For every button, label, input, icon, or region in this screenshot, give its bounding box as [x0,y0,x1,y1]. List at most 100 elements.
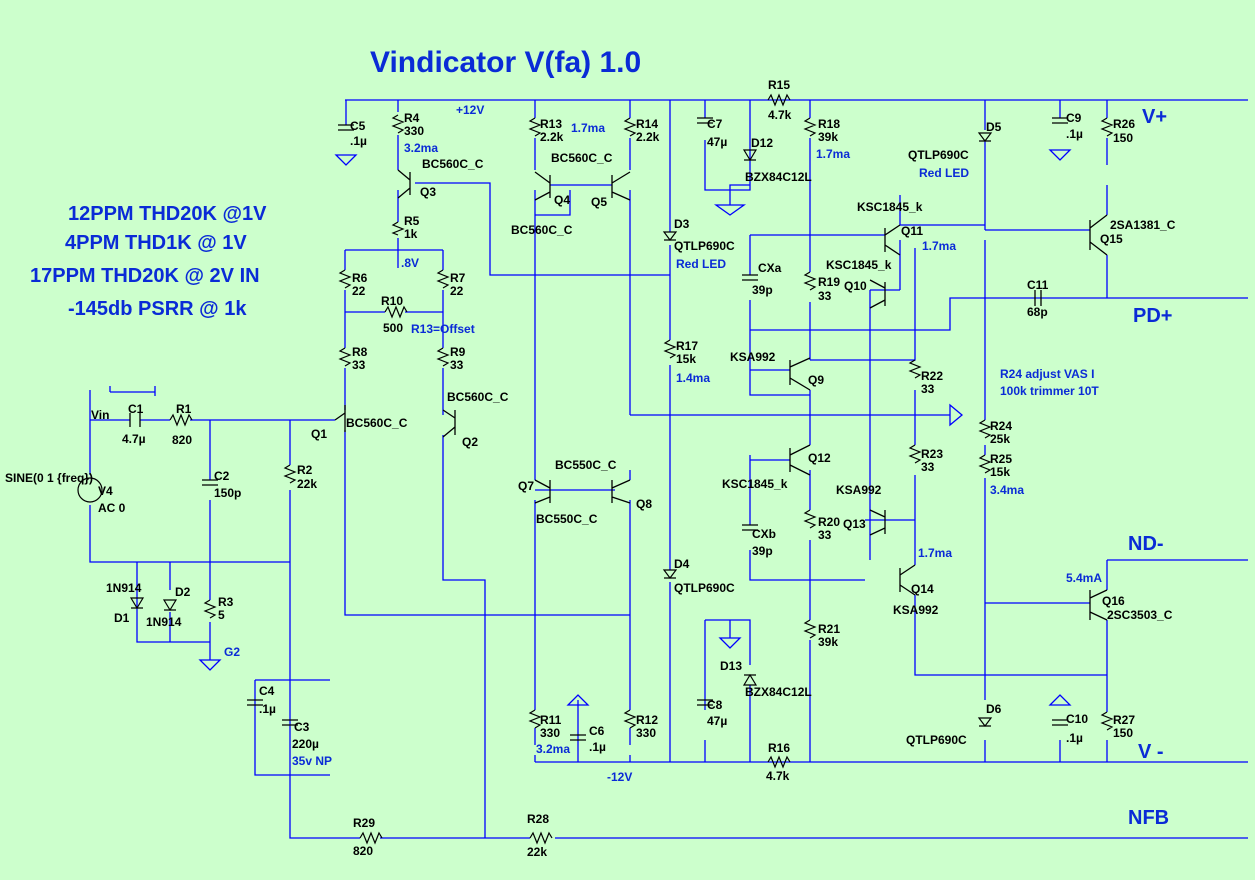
label-r19n: R19 [818,275,840,289]
label-r4i: 3.2ma [404,141,438,155]
label-r9n: R9 [450,345,466,359]
label-c6n: C6 [589,724,605,738]
label-c10n: C10 [1066,712,1088,726]
label-r25n: R25 [990,452,1012,466]
label-q11n: Q11 [901,224,923,238]
label-c7n: C7 [707,117,723,131]
port-label: PD+ [1133,305,1172,327]
label-c3v: 220µ [292,737,319,751]
label-d12m: BZX84C12L [745,170,812,184]
label-r16n: R16 [768,741,790,755]
label-c8v: 47µ [707,714,727,728]
label-q13n: Q13 [843,517,866,531]
label-q4b: BC560C_C [511,223,573,237]
schematic-title: Vindicator V(fa) 1.0 [370,46,641,79]
label-d2n: D2 [175,585,191,599]
label-c1n: C1 [128,402,144,416]
label-r15n: R15 [768,78,790,92]
label-r24n: R24 [990,419,1012,433]
label-c6v: .1µ [589,740,606,754]
label-r26n: R26 [1113,117,1135,131]
label-q15n: Q15 [1100,232,1123,246]
label-q2n: Q2 [462,435,478,449]
label-q16n: Q16 [1102,594,1125,608]
port-label: NFB [1128,807,1169,829]
label-c1v: 4.7µ [122,432,146,446]
label-r21v: 39k [818,635,838,649]
label-r8v: 33 [352,358,366,372]
label-r23n: R23 [921,447,943,461]
label-c5n: C5 [350,119,366,133]
label-r11v: 330 [540,726,560,740]
label-q10n: Q10 [844,279,867,293]
label-r27n: R27 [1113,713,1135,727]
label-q10m: KSC1845_k [826,258,892,272]
label-r10v: 500 [383,321,403,335]
label-q7m: BC550C_C [536,512,598,526]
label-r6v: 22 [352,284,366,298]
label-r2v: 22k [297,477,317,491]
label-c2n: C2 [214,469,230,483]
performance-note: 17PPM THD20K @ 2V IN [30,265,260,287]
label-c9n: C9 [1066,111,1082,125]
label-r23v: 33 [921,460,935,474]
annotations: Vindicator V(fa) 1.0 12PPM THD20K @1V 4P… [30,46,1172,829]
port-label: ND- [1128,533,1164,555]
label-cxav: 39p [752,283,773,297]
label-d6n: D6 [986,702,1002,716]
label-q12n: Q12 [808,451,831,465]
label-r20n: R20 [818,515,840,529]
label-d5n: D5 [986,120,1002,134]
label-q12m: KSC1845_k [722,477,788,491]
port-label: V+ [1142,106,1167,128]
label-g2: G2 [224,645,240,659]
label-q16m: 2SC3503_C [1107,608,1173,622]
label-q5n: Q5 [591,195,607,209]
arrows-and-grounds [77,149,1072,706]
label-r20v: 33 [818,528,832,542]
label-q1n: Q1 [311,427,327,441]
label-q11m: KSC1845_k [857,200,923,214]
label-r16v: 4.7k [766,769,790,783]
label-r11i: 3.2ma [536,742,570,756]
label-v4n: V4 [98,484,113,498]
performance-note: -145db PSRR @ 1k [68,298,247,320]
label-q4m: BC560C_C [551,151,613,165]
label-r17i: 1.4ma [676,371,710,385]
label-c8n: C8 [707,698,723,712]
label-r17n: R17 [676,339,698,353]
label-r5n: R5 [404,214,420,228]
performance-note: 4PPM THD1K @ 1V [65,232,247,254]
label-q14n: Q14 [911,582,934,596]
label-cxan: CXa [758,261,782,275]
component-symbols [129,93,1114,845]
label-q13m: KSA992 [836,483,882,497]
label-d4n: D4 [674,557,690,571]
label-c7v: 47µ [707,135,727,149]
label-r18v: 39k [818,130,838,144]
label-sine: SINE(0 1 {freq}) [5,471,93,485]
label-d1n: D1 [114,611,130,625]
label-r22v: 33 [921,382,935,396]
label-p12: +12V [456,103,484,117]
label-r13o: R13=Offset [411,322,475,336]
label-d12n: D12 [751,136,773,150]
side-note: 100k trimmer 10T [1000,384,1099,398]
label-d4m: QTLP690C [674,581,735,595]
label-r21n: R21 [818,622,840,636]
label-c5v: .1µ [350,134,367,148]
label-d13m: BZX84C12L [745,685,812,699]
label-r19v: 33 [818,289,832,303]
label-d3i: Red LED [676,257,726,271]
label-d1t: 1N914 [106,581,142,595]
label-v4v: AC 0 [98,501,126,515]
label-r7n: R7 [450,271,466,285]
label-c10v: .1µ [1066,731,1083,745]
label-c3n: C3 [294,720,310,734]
label-r6n: R6 [352,271,368,285]
label-v8: .8V [401,256,419,270]
label-q11i: 1.7ma [922,239,956,253]
label-r13v: 2.2k [540,130,564,144]
